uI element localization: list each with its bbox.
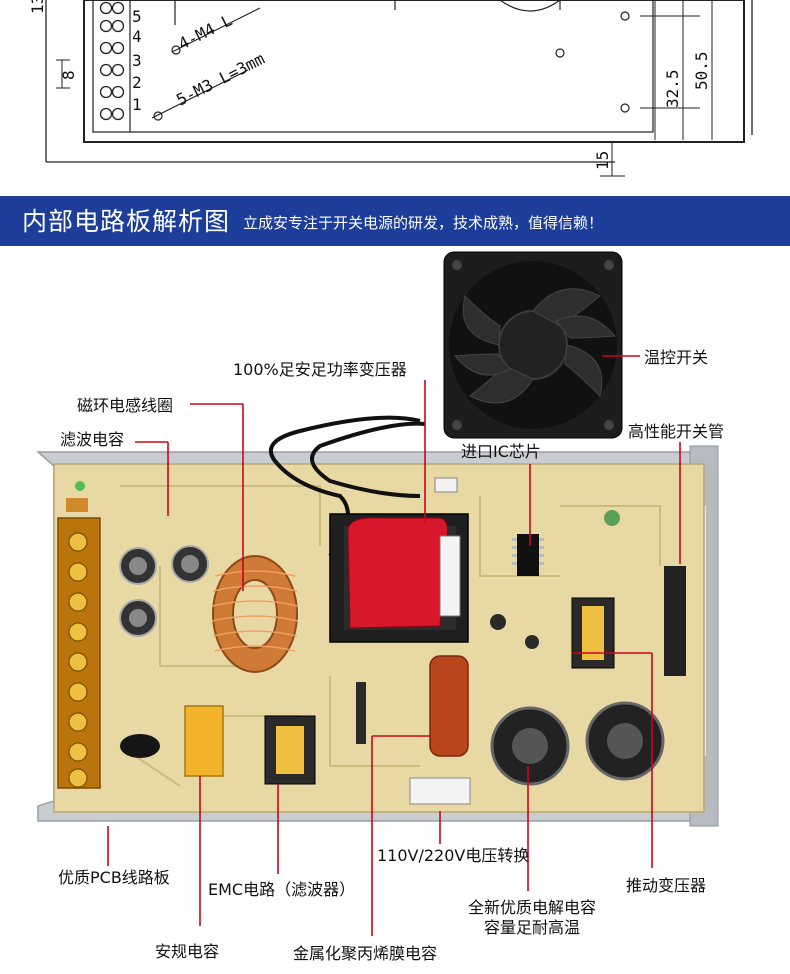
cooling-fan bbox=[443, 251, 623, 439]
label-transformer: 100%足安足功率变压器 bbox=[233, 360, 407, 379]
electrolytic-capacitors bbox=[490, 701, 665, 786]
filter-capacitors bbox=[119, 545, 209, 637]
screw-label-m4: 4-M4 L bbox=[175, 10, 235, 53]
toroid-coil bbox=[211, 555, 299, 673]
banner-title: 内部电路板解析图 bbox=[22, 207, 231, 236]
ic-chip bbox=[517, 534, 539, 576]
section-banner: 内部电路板解析图 立成安专注于开关电源的研发，技术成熟，值得信赖！ bbox=[0, 196, 790, 246]
label-pcb: 优质PCB线路板 bbox=[58, 868, 170, 887]
circuit-board-svg bbox=[36, 251, 719, 936]
label-electrolytic-line1: 全新优质电解电容 bbox=[467, 898, 596, 917]
circuit-board-photo: 100%足安足功率变压器 温控开关 磁环电感线圈 滤波电容 进口IC芯片 高性能… bbox=[0, 246, 790, 970]
dim-15: 15 bbox=[593, 151, 612, 170]
main-transformer bbox=[329, 513, 469, 643]
mosfet bbox=[664, 566, 686, 676]
dimension-drawing: 5 4 3 2 1 13 8 4-M4 L 5-M3 L=3mm bbox=[0, 0, 790, 185]
label-mosfet: 高性能开关管 bbox=[628, 422, 725, 441]
terminal-number: 4 bbox=[132, 27, 142, 46]
label-film-cap: 金属化聚丙烯膜电容 bbox=[293, 944, 438, 963]
terminal-number: 1 bbox=[132, 95, 142, 114]
label-emc: EMC电路（滤波器） bbox=[208, 880, 356, 899]
dim-50-5: 50.5 bbox=[692, 51, 711, 90]
terminal-number: 3 bbox=[132, 51, 142, 70]
terminal-number: 2 bbox=[132, 73, 142, 92]
label-electrolytic-line2: 容量足耐高温 bbox=[483, 918, 580, 937]
dim-32-5: 32.5 bbox=[663, 69, 682, 108]
banner-subtitle: 立成安专注于开关电源的研发，技术成熟，值得信赖！ bbox=[243, 214, 604, 232]
label-ic-chip: 进口IC芯片 bbox=[461, 442, 541, 461]
terminal-circles bbox=[99, 1, 125, 121]
voltage-selector bbox=[409, 777, 471, 805]
dimension-drawing-svg: 5 4 3 2 1 13 8 4-M4 L 5-M3 L=3mm bbox=[28, 0, 753, 177]
safety-capacitor bbox=[184, 705, 224, 777]
leader-lines bbox=[107, 355, 681, 936]
label-voltage-switch: 110V/220V电压转换 bbox=[377, 846, 530, 865]
label-drive-transformer: 推动变压器 bbox=[626, 876, 707, 895]
label-safety-cap: 安规电容 bbox=[155, 942, 220, 961]
label-electrolytic: 全新优质电解电容 容量足耐高温 bbox=[452, 898, 612, 938]
label-magnetic-ring: 磁环电感线圈 bbox=[77, 396, 174, 415]
film-capacitor bbox=[429, 655, 469, 757]
dim-13: 13 bbox=[28, 0, 47, 14]
label-thermo-switch: 温控开关 bbox=[644, 348, 709, 367]
screw-label-m3: 5-M3 L=3mm bbox=[173, 49, 267, 110]
terminal-number: 5 bbox=[132, 7, 142, 26]
label-filter-cap: 滤波电容 bbox=[60, 430, 125, 449]
dim-8: 8 bbox=[59, 70, 78, 80]
